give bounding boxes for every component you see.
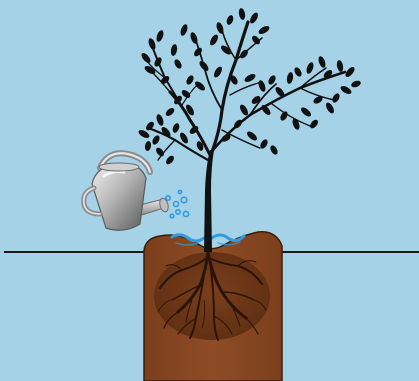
scene bbox=[0, 0, 419, 381]
illustration bbox=[0, 0, 419, 381]
